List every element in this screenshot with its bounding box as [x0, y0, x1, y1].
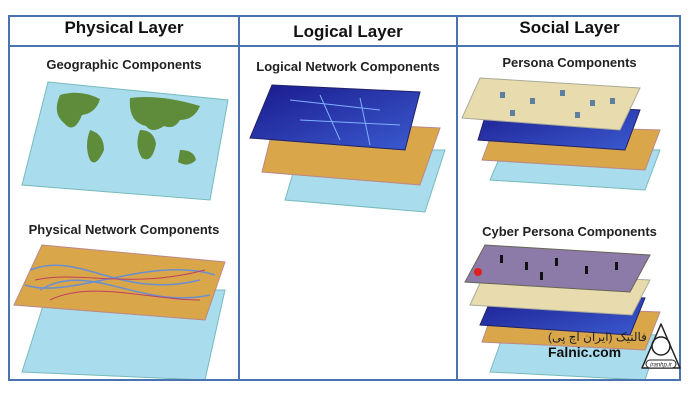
logical-network-stack [249, 84, 446, 213]
watermark: فالنیک (ایران اچ پی) Falnic.com [548, 330, 647, 360]
table-frame [8, 15, 681, 381]
geographic-map-layer [21, 81, 229, 201]
cyber-persona-stack [464, 244, 661, 381]
persona-components-label: Persona Components [502, 55, 637, 70]
column-divider [238, 15, 240, 381]
persona-stack [461, 77, 661, 191]
iranhp-logo-icon: iranhp.ir [641, 323, 681, 369]
logical-layer-heading: Logical Layer [293, 22, 403, 41]
watermark-site: Falnic.com [548, 344, 622, 360]
geographic-components-label: Geographic Components [46, 57, 202, 72]
svg-text:iranhp.ir: iranhp.ir [650, 363, 673, 369]
header-divider [8, 45, 681, 47]
column-divider [456, 15, 458, 381]
cyber-persona-components-label: Cyber Persona Components [482, 224, 657, 239]
physical-network-stack [13, 244, 226, 381]
physical-layer-heading: Physical Layer [64, 18, 184, 37]
logical-network-components-label: Logical Network Components [256, 59, 440, 74]
physical-network-components-label: Physical Network Components [28, 222, 220, 237]
watermark-persian: فالنیک (ایران اچ پی) [548, 330, 647, 344]
social-layer-heading: Social Layer [519, 18, 620, 37]
